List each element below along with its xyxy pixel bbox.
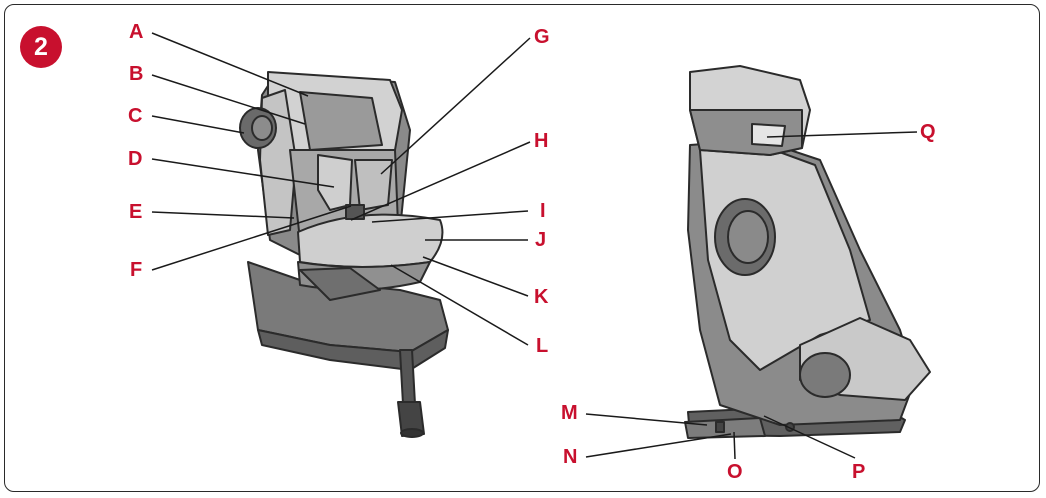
callout-label-j: J xyxy=(535,229,547,251)
callout-label-q: Q xyxy=(920,121,936,143)
callout-label-m: M xyxy=(561,402,578,424)
callout-label-e: E xyxy=(129,201,143,223)
step-number-badge: 2 xyxy=(20,26,62,68)
callout-label-h: H xyxy=(534,130,549,152)
callout-label-p: P xyxy=(852,461,866,483)
callout-label-f: F xyxy=(130,259,143,281)
right-seat-side-view xyxy=(684,65,931,439)
callout-label-i: I xyxy=(540,200,546,222)
callout-label-n: N xyxy=(563,446,578,468)
callout-leader-lines xyxy=(151,32,918,460)
left-seat-front-view xyxy=(239,71,449,438)
callout-label-b: B xyxy=(129,63,144,85)
callout-label-d: D xyxy=(128,148,143,170)
figure-frame xyxy=(4,4,1040,492)
callout-label-o: O xyxy=(727,461,743,483)
callout-label-l: L xyxy=(536,335,549,357)
callout-label-a: A xyxy=(129,21,144,43)
callout-label-k: K xyxy=(534,286,549,308)
callout-label-c: C xyxy=(128,105,143,127)
callout-label-g: G xyxy=(534,26,550,48)
